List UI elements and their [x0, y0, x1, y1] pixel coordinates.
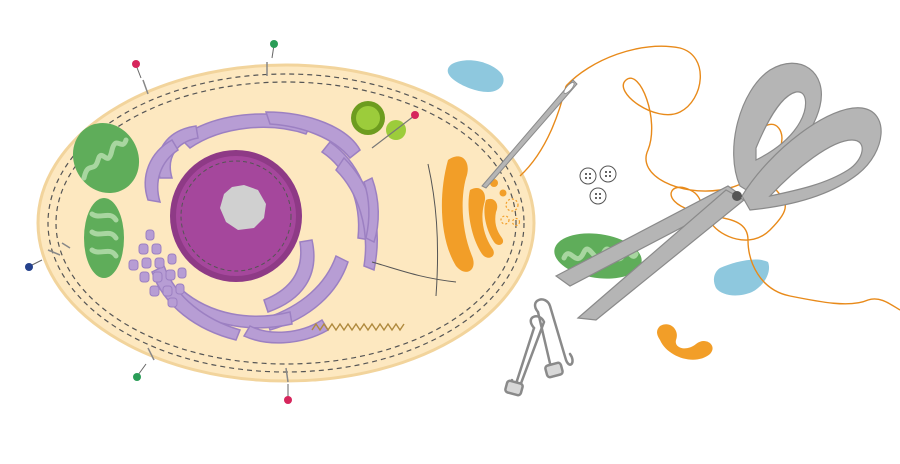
ribosome-cluster-icon [128, 229, 187, 308]
pushpin-icon [411, 111, 419, 119]
nucleolus-icon [220, 185, 266, 230]
button-icon [579, 167, 597, 185]
golgi-apparatus-icon [441, 156, 507, 272]
pushpin-icon [133, 373, 141, 381]
scissors-handle-icon [741, 107, 882, 211]
mitochondrion-icon [72, 122, 140, 194]
golgi-apparatus-icon [657, 324, 713, 360]
nucleus-icon [170, 150, 302, 282]
centrosome-icon [351, 101, 419, 149]
sewing-needle-icon [481, 79, 578, 189]
vesicle-dashed [500, 198, 521, 227]
cytoskeleton-fiber-icon [311, 322, 405, 332]
button-icon [589, 187, 607, 205]
pushpin-icon [284, 396, 292, 404]
scissors-icon [554, 62, 882, 321]
scissors-pivot-icon [732, 191, 742, 201]
safety-pin-icon [533, 298, 574, 379]
button-icon [599, 165, 617, 183]
pushpin-icon [270, 40, 278, 48]
membrane-stitch-inner [55, 81, 517, 365]
vacuole-icon [447, 60, 504, 92]
pushpin-icon [132, 60, 140, 68]
mitochondrion-icon [84, 198, 124, 278]
cytoskeleton-fiber-icon [371, 163, 457, 297]
safety-pin-icon [504, 315, 546, 397]
endoplasmic-reticulum-icon [144, 111, 380, 344]
membrane-ticks [47, 62, 289, 383]
pushpin-icon [25, 263, 33, 271]
